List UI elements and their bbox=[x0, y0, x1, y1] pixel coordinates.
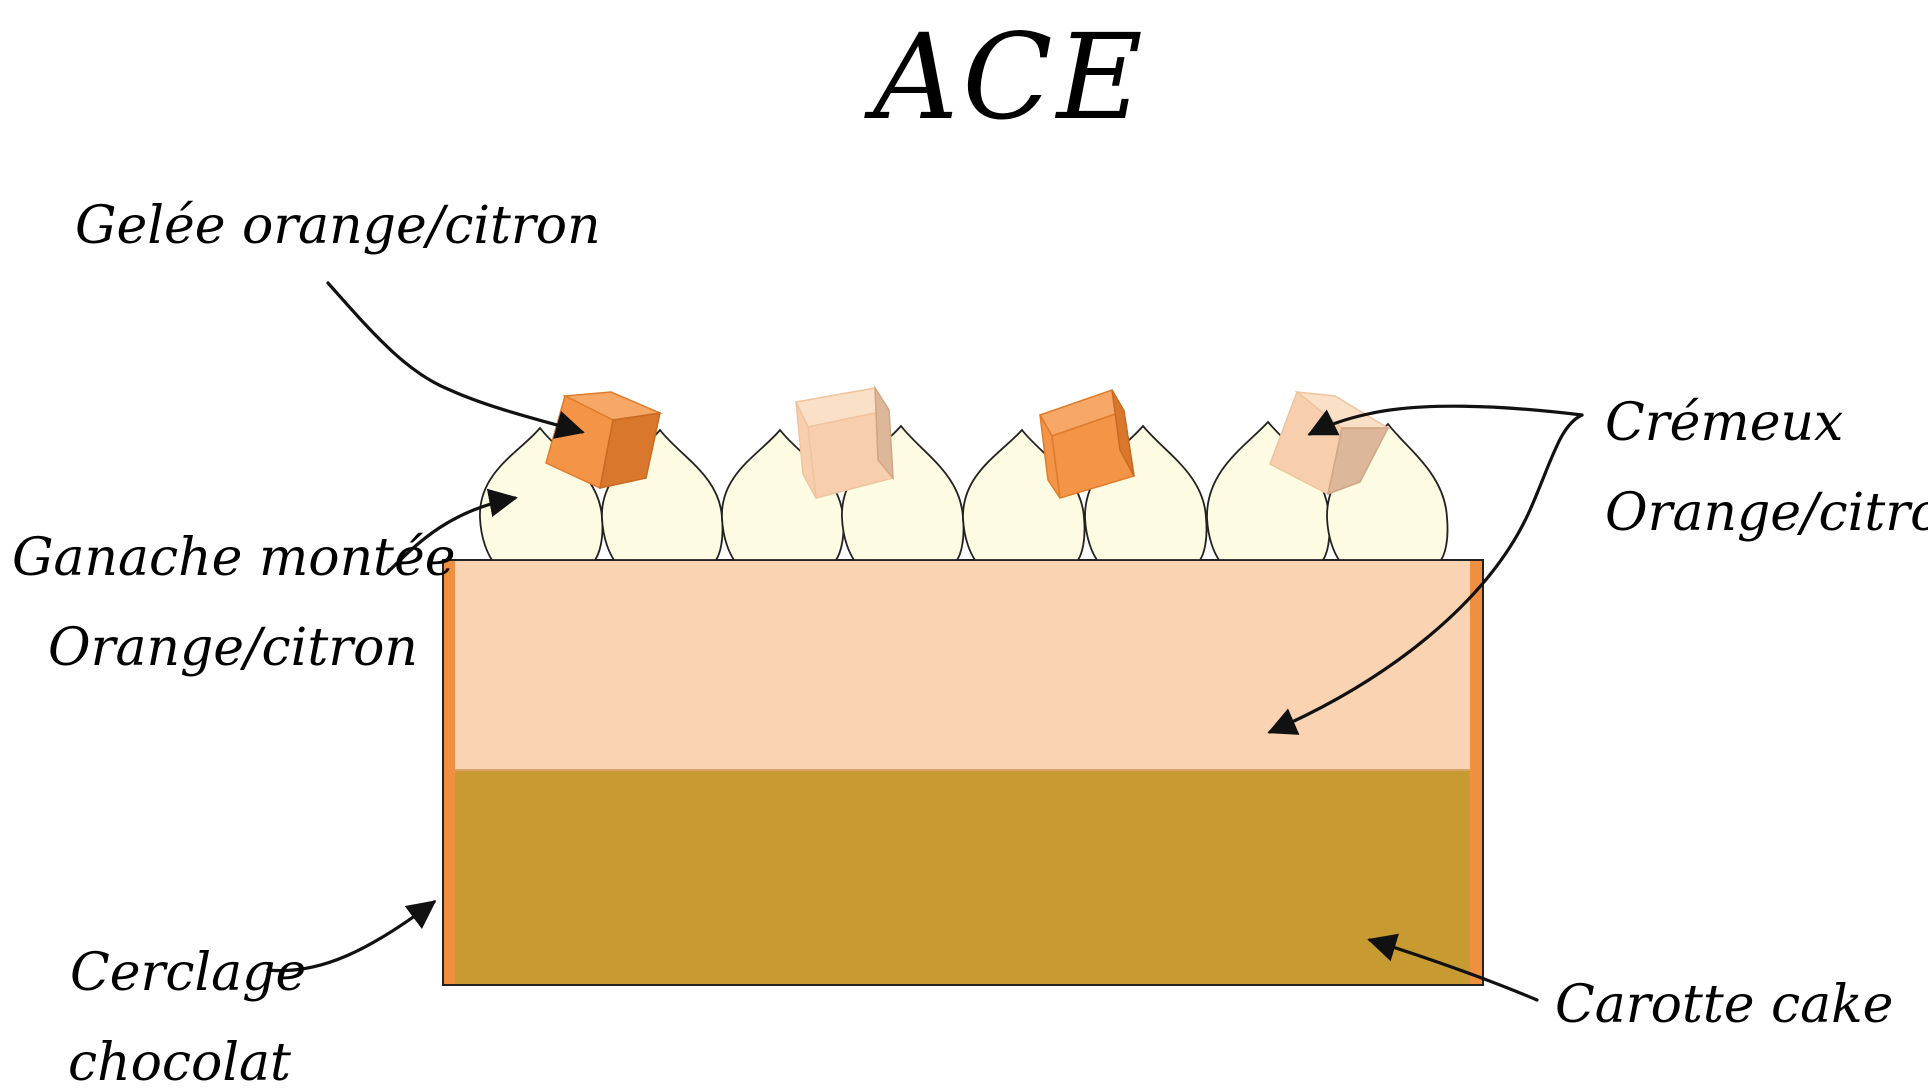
gelee-cube-2 bbox=[1038, 389, 1135, 499]
cerclage-left bbox=[443, 560, 455, 985]
label-carotte: Carotte cake bbox=[1555, 975, 1893, 1035]
arrow-cremeux-layer bbox=[1267, 413, 1584, 735]
arrow-ganache bbox=[386, 488, 518, 574]
arrow-cerclage bbox=[266, 900, 437, 973]
cremeux-cube-1 bbox=[794, 385, 894, 499]
cerclage-right bbox=[1470, 560, 1483, 985]
cremeux-layer bbox=[443, 560, 1483, 770]
cake-outline bbox=[442, 559, 1484, 986]
arrow-cremeux-cube bbox=[1307, 404, 1584, 436]
label-cerclage-line2: chocolat bbox=[68, 1033, 291, 1091]
diagram-title: ACE bbox=[864, 8, 1147, 146]
arrow-carotte bbox=[1367, 933, 1539, 1002]
label-cremeux-line1: Crémeux bbox=[1605, 393, 1843, 453]
label-ganache-line2: Orange/citron bbox=[48, 618, 418, 678]
arrow-gelee bbox=[326, 281, 585, 439]
cake-body bbox=[442, 559, 1484, 986]
label-cerclage-line1: Cerclage bbox=[70, 943, 306, 1003]
label-cremeux-line2: Orange/citron bbox=[1605, 483, 1928, 543]
carotte-cake-layer bbox=[443, 770, 1483, 985]
label-gelee: Gelée orange/citron bbox=[75, 196, 601, 256]
label-ganache-line1: Ganache montée bbox=[12, 528, 456, 588]
